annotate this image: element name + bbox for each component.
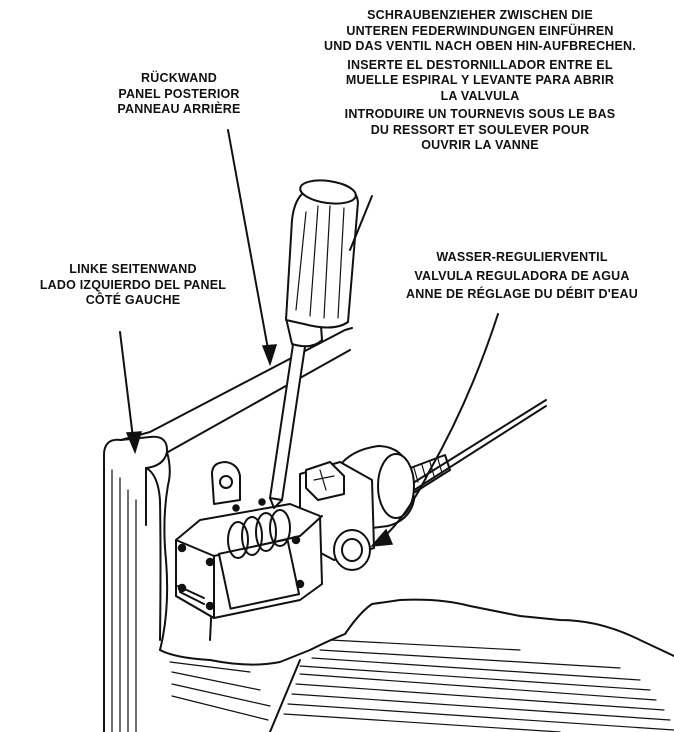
screwdriver-instruction-fr-line3: OUVRIR LA VANNE bbox=[421, 138, 539, 152]
back-panel-label-de: RÜCKWAND bbox=[141, 71, 217, 85]
left-panel-label: LINKE SEITENWAND LADO IZQUIERDO DEL PANE… bbox=[18, 262, 248, 309]
screwdriver-instruction-label: SCHRAUBENZIEHER ZWISCHEN DIE UNTEREN FED… bbox=[300, 8, 660, 154]
spring-housing bbox=[175, 498, 323, 619]
screwdriver-instruction-es-line2: MUELLE ESPIRAL Y LEVANTE PARA ABRIR bbox=[345, 73, 615, 87]
leader-back-panel bbox=[227, 129, 278, 367]
leader-water-valve bbox=[370, 313, 499, 547]
left-panel-label-es: LADO IZQUIERDO DEL PANEL bbox=[39, 277, 227, 292]
screwdriver-instruction-de-line1: SCHRAUBENZIEHER ZWISCHEN DIE bbox=[367, 8, 593, 22]
left-panel-label-de: LINKE SEITENWAND bbox=[69, 262, 197, 276]
left-side-panel bbox=[103, 435, 171, 732]
water-valve-label-fr: ANNE DE RÉGLAGE DU DÉBIT D'EAU bbox=[406, 287, 638, 301]
back-panel-label: RÜCKWAND PANEL POSTERIOR PANNEAU ARRIÈRE bbox=[84, 71, 274, 118]
back-panel-label-es: PANEL POSTERIOR bbox=[118, 86, 240, 101]
water-valve-label-es: VALVULA REGULADORA DE AGUA bbox=[414, 268, 630, 283]
water-valve-label: WASSER-REGULIERVENTIL VALVULA REGULADORA… bbox=[372, 250, 672, 303]
left-panel-label-fr: CÔTÉ GAUCHE bbox=[85, 293, 181, 307]
screwdriver-instruction-es-line1: INSERTE EL DESTORNILLADOR ENTRE EL bbox=[347, 57, 613, 72]
screwdriver-instruction-es-line3: LA VALVULA bbox=[440, 88, 520, 103]
leader-screwdriver bbox=[349, 195, 373, 251]
water-valve-label-de: WASSER-REGULIERVENTIL bbox=[436, 250, 608, 264]
screwdriver-instruction-de-line2: UNTEREN FEDERWINDUNGEN EINFÜHREN bbox=[346, 23, 614, 38]
screwdriver-instruction-fr-line1: INTRODUIRE UN TOURNEVIS SOUS LE BAS bbox=[344, 107, 616, 121]
screwdriver-instruction-fr-line2: DU RESSORT ET SOULEVER POUR bbox=[370, 122, 590, 137]
lower-shelf bbox=[159, 598, 674, 732]
capillary-tube bbox=[404, 399, 547, 495]
back-panel-label-fr: PANNEAU ARRIÈRE bbox=[117, 102, 241, 116]
leader-left-panel bbox=[119, 331, 143, 455]
screwdriver bbox=[269, 179, 359, 509]
screwdriver-instruction-de-line3: UND DAS VENTIL NACH OBEN HIN-AUFBRECHEN. bbox=[324, 39, 636, 53]
